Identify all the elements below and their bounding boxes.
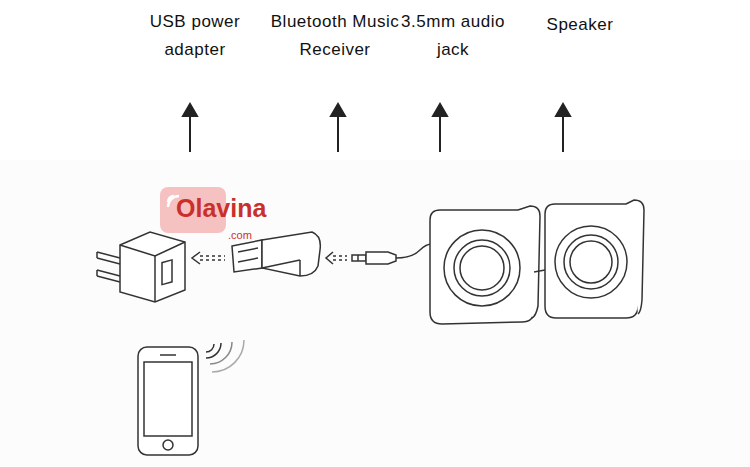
pointer-arrows <box>183 104 570 152</box>
audio-jack <box>352 244 432 264</box>
ground <box>0 160 750 467</box>
smartphone <box>138 347 198 455</box>
wireless-signal <box>206 340 244 372</box>
part-name: USB power adapter <box>139 8 251 64</box>
speaker <box>430 200 644 324</box>
plug-arrow <box>192 252 225 264</box>
part-name: 3.5mm audio jack <box>393 8 513 64</box>
watermark: Olavina <box>176 195 266 223</box>
usb-power-adapter <box>97 232 185 302</box>
part-name: Speaker <box>525 11 635 39</box>
watermark: .com <box>228 229 252 241</box>
part-name: Bluetooth Music Receiver <box>260 8 410 64</box>
jack-arrow <box>326 252 347 264</box>
